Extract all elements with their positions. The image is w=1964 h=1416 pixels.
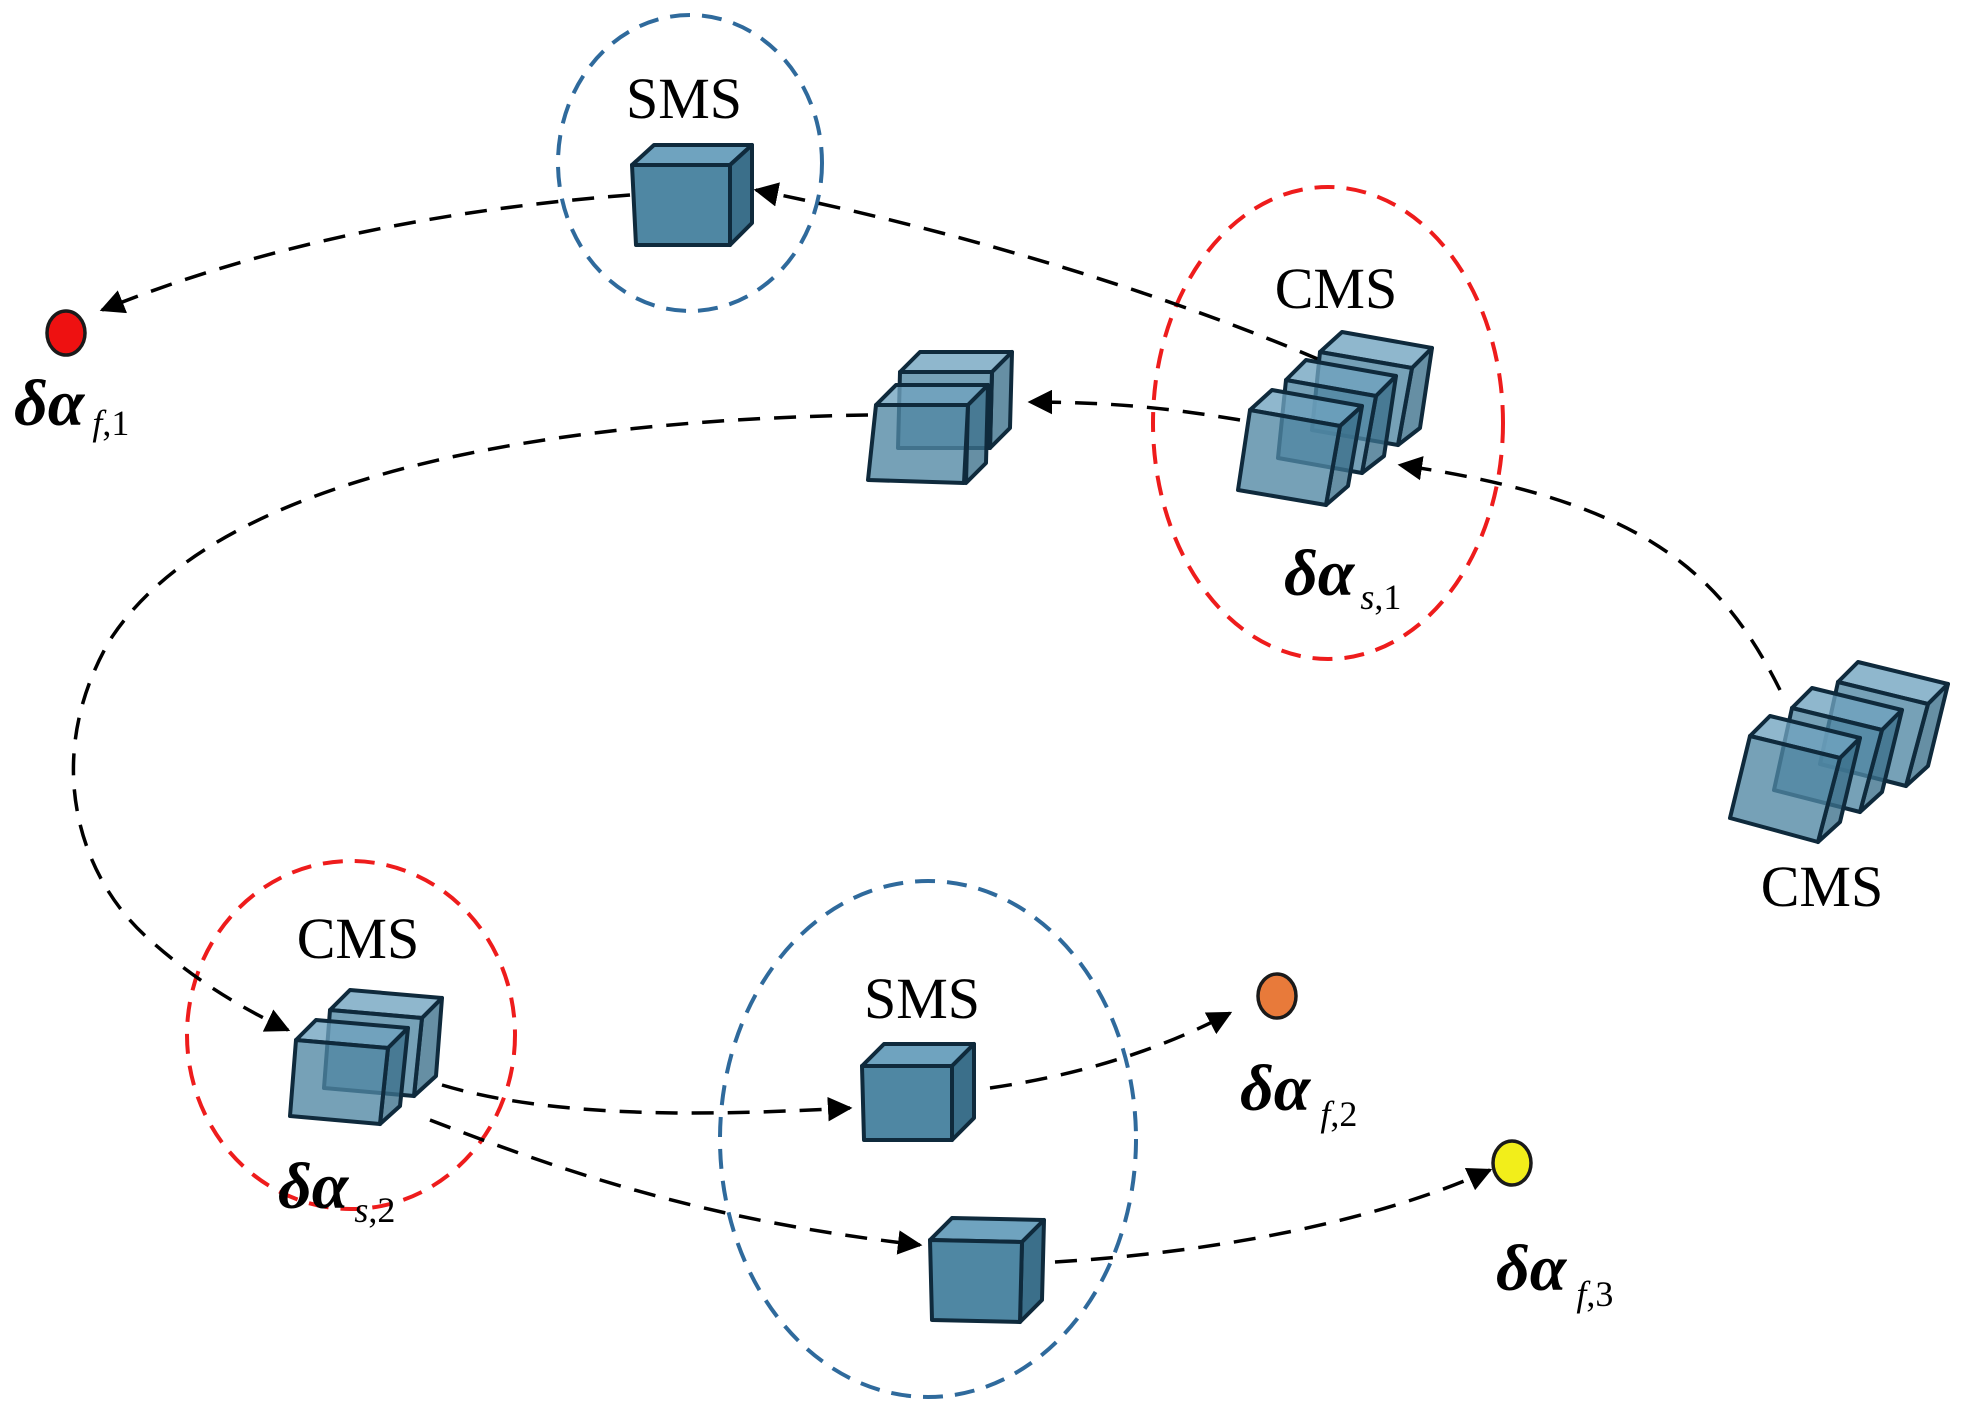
cms-upper-cube-group (1236, 330, 1434, 507)
cms-ring-lower (185, 859, 517, 1211)
endpoint-f3-dot (1491, 1139, 1533, 1187)
sms-bottom-cube-a (860, 1042, 976, 1142)
sms-top-cube (630, 143, 754, 247)
path-cms-lower-to-sms-bottom-a (441, 1083, 853, 1122)
mid-cube-group (866, 350, 1014, 485)
cms-right-cube-group (1728, 660, 1950, 844)
endpoint-f2-dot (1256, 972, 1298, 1020)
cms-right-label: CMS (1761, 854, 1884, 919)
path-cms-right-to-cms-upper (1397, 456, 1782, 691)
path-cms-lower-to-sms-bottom-b (429, 1118, 923, 1255)
path-sms-bottom-b-to-endpoint-f3 (1054, 1167, 1493, 1264)
path-loop-to-cms-lower (71, 413, 869, 1032)
path-sms-top-to-endpoint-f1 (99, 193, 631, 314)
path-cms-upper-to-group-mid (1027, 389, 1241, 422)
sms-ring-bottom (718, 879, 1138, 1399)
sms-ring-top (556, 13, 824, 313)
cms-lower-label: CMS (297, 906, 420, 971)
endpoint-f1-dot (45, 309, 87, 357)
cms-lower-cube-group (288, 988, 444, 1126)
sms-top-label: SMS (626, 66, 742, 131)
cms-ring-upper (1151, 185, 1505, 661)
path-sms-bottom-a-to-endpoint-f2 (989, 1011, 1233, 1090)
path-cms-upper-to-sms-top (753, 182, 1321, 362)
sms-bottom-label: SMS (864, 966, 980, 1031)
cms-upper-label: CMS (1275, 256, 1398, 321)
sms-bottom-cube-b (928, 1216, 1046, 1324)
